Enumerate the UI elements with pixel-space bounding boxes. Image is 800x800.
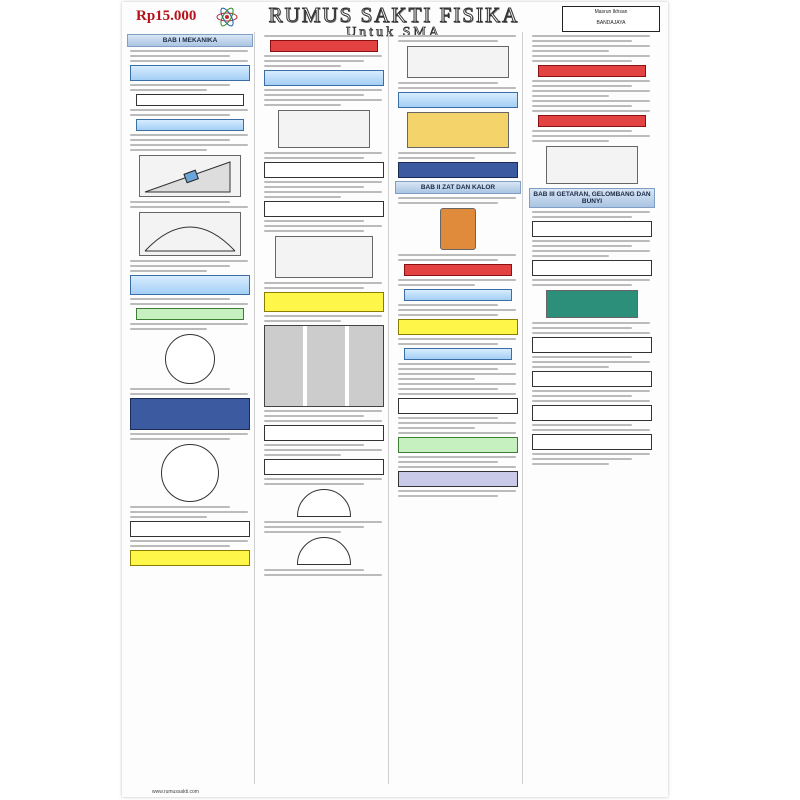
section-header-getaran: BAB III GETARAN, GELOMBANG DAN BUNYI [529, 188, 655, 208]
cycle-diagram [546, 146, 638, 184]
formula-box [130, 275, 250, 295]
wave-diagram [546, 290, 638, 318]
formula-box [538, 115, 646, 127]
author-box: Masrun Ikhsan BANDAJAYA [562, 6, 660, 32]
projectile-diagram [139, 212, 241, 256]
column-1: BAB I MEKANIKA [126, 32, 255, 784]
circular-motion-diagram [165, 334, 215, 384]
poster-title: RUMUS SAKTI FISIKA [268, 3, 520, 28]
formula-box [532, 371, 652, 387]
formula-box [270, 40, 378, 52]
formula-box [136, 94, 244, 106]
footer-url: www.rumussakti.com [152, 789, 199, 795]
formula-box [398, 398, 518, 414]
formula-box [398, 319, 518, 335]
formula-box [130, 398, 250, 430]
formula-box [404, 289, 512, 301]
formula-box [398, 92, 518, 108]
formula-box [404, 264, 512, 276]
formula-box [264, 459, 384, 475]
formula-box [130, 65, 250, 81]
price-label: Rp15.000 [136, 8, 197, 24]
formula-box [130, 521, 250, 537]
formula-box [136, 119, 244, 131]
formula-box [264, 425, 384, 441]
poster: Rp15.000 RUMUS SAKTI FISIKA Untuk SMA Ma… [122, 2, 668, 797]
formula-box [532, 405, 652, 421]
section-header-zat-kalor: BAB II ZAT DAN KALOR [395, 181, 521, 194]
circle-diagram [161, 444, 219, 502]
formula-box [130, 550, 250, 566]
formula-box [532, 221, 652, 237]
formula-box [264, 162, 384, 178]
formula-box [532, 260, 652, 276]
fluid-diagram [407, 46, 509, 78]
semicircle-diagram [297, 489, 351, 517]
moment-of-inertia-table [264, 325, 384, 407]
formula-box [264, 292, 384, 312]
column-3: BAB II ZAT DAN KALOR [394, 32, 523, 784]
formula-box [532, 434, 652, 450]
container-diagram [440, 208, 476, 250]
rotation-diagram [275, 236, 373, 278]
semicircle-diagram [297, 537, 351, 565]
tank-diagram [407, 112, 509, 148]
formula-box [398, 437, 518, 453]
formula-box [136, 308, 244, 320]
author-place: BANDAJAYA [596, 20, 626, 26]
formula-box [264, 201, 384, 217]
formula-box [532, 337, 652, 353]
formula-box [398, 162, 518, 178]
column-4: BAB III GETARAN, GELOMBANG DAN BUNYI [528, 32, 656, 784]
formula-box [264, 70, 384, 86]
formula-box [538, 65, 646, 77]
inclined-plane-diagram [139, 155, 241, 197]
author-name: Masrun Ikhsan [594, 9, 628, 15]
section-header-mekanika: BAB I MEKANIKA [127, 34, 253, 47]
column-2 [260, 32, 389, 784]
formula-box [398, 471, 518, 487]
formula-box [404, 348, 512, 360]
atom-icon [216, 7, 238, 27]
slope-diagram [278, 110, 370, 148]
